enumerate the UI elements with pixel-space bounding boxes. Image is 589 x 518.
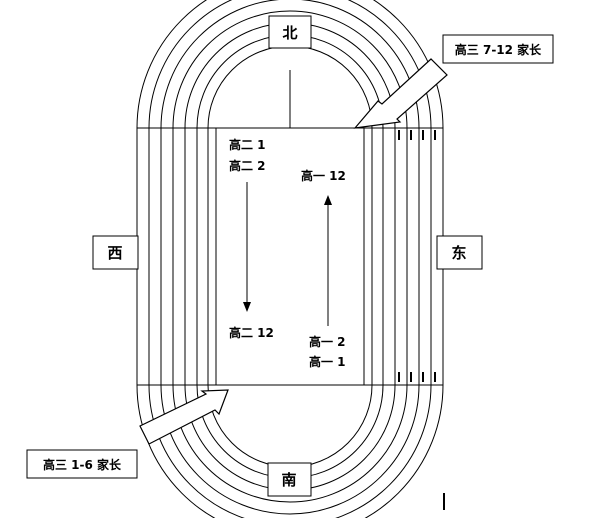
east-box: 东 xyxy=(436,235,483,270)
class-g1-12: 高一 12 xyxy=(301,168,346,183)
up-arrow xyxy=(324,195,332,326)
parents-7-12-label: 高三 7-12 家长 xyxy=(455,42,542,57)
class-g2-1: 高二 1 xyxy=(229,137,266,152)
lane-ticks xyxy=(398,130,436,382)
class-g1-2: 高一 2 xyxy=(309,334,346,349)
west-label: 西 xyxy=(107,244,122,262)
class-g2-2: 高二 2 xyxy=(229,158,266,173)
entry-arrow-northeast xyxy=(353,58,448,129)
north-box: 北 xyxy=(268,15,312,49)
west-box: 西 xyxy=(92,235,139,270)
parents-1-6-label: 高三 1-6 家长 xyxy=(43,457,122,472)
entry-arrow-southwest xyxy=(139,389,229,445)
parents-1-6-box: 高三 1-6 家长 xyxy=(26,449,138,479)
south-box: 南 xyxy=(267,462,312,497)
class-g2-12: 高二 12 xyxy=(229,325,274,340)
class-g1-1: 高一 1 xyxy=(309,354,346,369)
infield xyxy=(215,127,365,386)
parents-7-12-box: 高三 7-12 家长 xyxy=(442,34,554,64)
north-label: 北 xyxy=(282,24,297,42)
down-arrow xyxy=(243,182,251,312)
south-label: 南 xyxy=(281,471,296,489)
east-label: 东 xyxy=(451,244,466,262)
